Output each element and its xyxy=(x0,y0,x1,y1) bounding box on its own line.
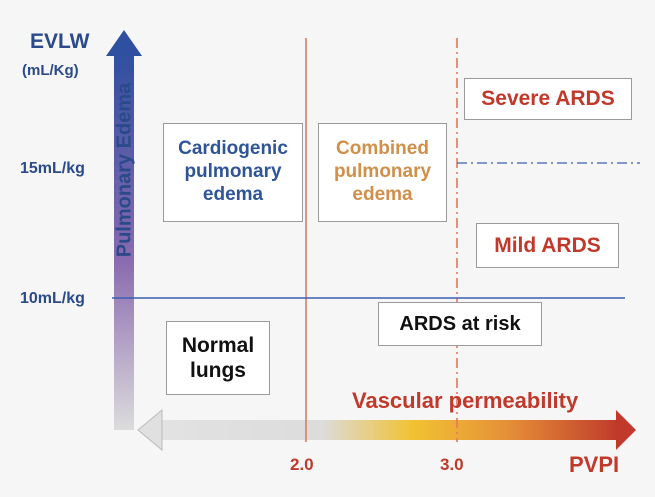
combined-edema-label: Combined pulmonary edema xyxy=(333,138,432,205)
y-tick-10: 10mL/kg xyxy=(20,290,85,307)
ards-at-risk-label: ARDS at risk xyxy=(399,313,521,335)
combined-edema-box: Combined pulmonary edema xyxy=(318,123,447,222)
cardiogenic-edema-label: Cardiogenic pulmonary edema xyxy=(178,138,288,205)
pulmonary-edema-label: Pulmonary Edema xyxy=(113,82,136,258)
arrow-left-right-icon xyxy=(137,408,636,452)
vascular-permeability-label: Vascular permeability xyxy=(352,388,579,413)
severe-ards-label: Severe ARDS xyxy=(481,87,615,111)
normal-lungs-label: Normal lungs xyxy=(181,333,255,382)
mild-ards-box: Mild ARDS xyxy=(476,223,619,268)
cardiogenic-edema-box: Cardiogenic pulmonary edema xyxy=(163,123,303,222)
x-axis-title: PVPI xyxy=(569,452,620,477)
arrow-up-icon xyxy=(106,30,142,430)
severe-ards-box: Severe ARDS xyxy=(464,78,632,120)
y-axis-title: EVLW xyxy=(30,30,90,53)
y-axis-unit: (mL/Kg) xyxy=(22,62,79,79)
ards-at-risk-box: ARDS at risk xyxy=(378,302,542,346)
x-tick-2: 2.0 xyxy=(290,455,314,474)
mild-ards-label: Mild ARDS xyxy=(494,233,601,257)
normal-lungs-box: Normal lungs xyxy=(166,321,270,395)
x-tick-3: 3.0 xyxy=(440,455,464,474)
y-tick-15: 15mL/kg xyxy=(20,160,85,177)
